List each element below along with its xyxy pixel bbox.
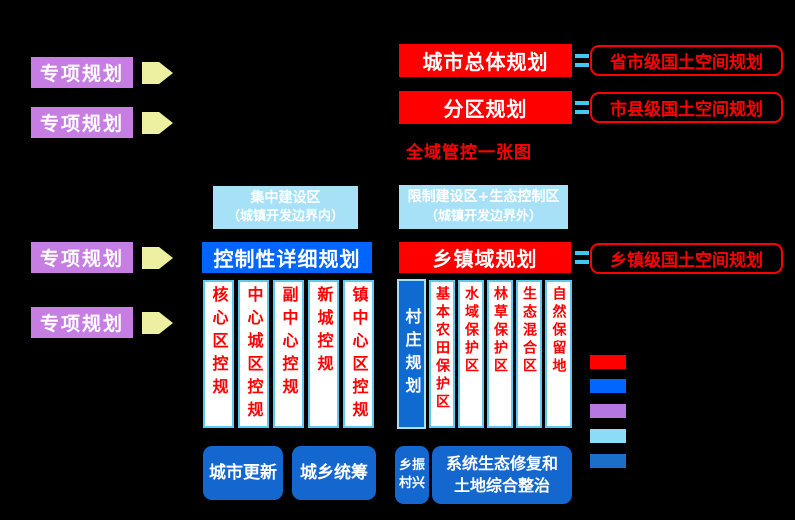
left-column-core-area: 核心区控规: [203, 280, 234, 428]
legend-swatch-blue: [590, 379, 626, 393]
township-spatial-plan-label: 乡镇级国土空间规划: [610, 251, 763, 271]
rural-revitalization-box: 乡振 村兴: [395, 446, 429, 504]
concentrated-zone-line1: 集中建设区: [250, 189, 321, 206]
right-column-label: 生态混合区: [521, 286, 537, 376]
provincial-spatial-plan-label: 省市级国土空间规划: [610, 53, 763, 73]
rural-revitalization-line2: 村兴: [398, 476, 425, 491]
urban-renewal-label: 城市更新: [209, 462, 277, 483]
right-column-natural-reserve: 自然保留地: [545, 280, 572, 428]
right-column-forest-grass: 林草保护区: [487, 280, 513, 428]
city-master-plan-label: 城市总体规划: [422, 50, 549, 74]
special-plan-box-2: 专项规划: [31, 107, 133, 138]
village-plan-label: 村庄规划: [402, 308, 422, 400]
equals-icon-3: [575, 251, 589, 264]
city-master-plan-box: 城市总体规划: [399, 44, 572, 77]
equals-icon-1: [575, 54, 589, 67]
left-column-label: 镇中心区控规: [349, 286, 369, 424]
right-column-label: 水域保护区: [463, 286, 479, 376]
arrow-right-icon-2: [142, 112, 173, 134]
legend-swatch-purple: [590, 404, 626, 418]
urban-rural-coordination-label: 城乡统筹: [300, 462, 368, 483]
detailed-control-plan-box: 控制性详细规划: [202, 242, 372, 273]
left-column-central-city: 中心城区控规: [238, 280, 269, 428]
legend-swatch-lightblue: [590, 429, 626, 443]
arrow-right-icon-1: [142, 62, 173, 84]
special-plan-box-4: 专项规划: [31, 307, 133, 338]
township-plan-box: 乡镇域规划: [399, 242, 571, 273]
township-spatial-plan-box: 乡镇级国土空间规划: [590, 243, 783, 274]
restricted-zone-header: 限制建设区+生态控制区 （城镇开发边界外）: [399, 185, 568, 229]
township-plan-label: 乡镇域规划: [432, 247, 538, 271]
equals-icon-2: [575, 101, 589, 114]
urban-renewal-box: 城市更新: [203, 446, 283, 500]
right-column-eco-mixed: 生态混合区: [516, 280, 542, 428]
right-column-label: 自然保留地: [550, 286, 567, 376]
left-column-sub-center: 副中心控规: [273, 280, 304, 428]
county-spatial-plan-label: 市县级国土空间规划: [610, 100, 763, 120]
center-title: 全域管控一张图: [406, 143, 532, 163]
eco-restoration-line1: 系统生态修复和: [445, 454, 558, 474]
right-column-basic-farmland: 基本农田保护区: [429, 280, 455, 428]
special-plan-box-3: 专项规划: [31, 242, 133, 273]
county-spatial-plan-box: 市县级国土空间规划: [590, 92, 783, 123]
left-column-label: 核心区控规: [209, 286, 229, 401]
urban-rural-coordination-box: 城乡统筹: [292, 446, 376, 500]
detailed-control-plan-label: 控制性详细规划: [213, 247, 361, 271]
left-column-town-center: 镇中心区控规: [343, 280, 374, 428]
left-column-label: 副中心控规: [279, 286, 299, 401]
special-plan-box-1: 专项规划: [31, 57, 133, 88]
village-plan-column: 村庄规划: [397, 279, 426, 429]
right-column-water-protection: 水域保护区: [458, 280, 484, 428]
rural-revitalization-line1: 乡振: [398, 458, 425, 474]
special-plan-label: 专项规划: [39, 113, 124, 135]
right-column-label: 林草保护区: [492, 286, 508, 376]
arrow-right-icon-4: [142, 312, 173, 334]
arrow-right-icon-3: [142, 247, 173, 269]
special-plan-label: 专项规划: [39, 248, 124, 270]
concentrated-zone-line2: （城镇开发边界内）: [226, 209, 344, 225]
restricted-zone-line1: 限制建设区+生态控制区: [407, 189, 560, 206]
special-plan-label: 专项规划: [39, 313, 124, 335]
concentrated-zone-header: 集中建设区 （城镇开发边界内）: [213, 186, 358, 229]
eco-restoration-line2: 土地综合整治: [453, 476, 550, 495]
district-plan-box: 分区规划: [399, 91, 572, 124]
left-column-label: 中心城区控规: [244, 286, 264, 424]
special-plan-label: 专项规划: [39, 63, 124, 85]
restricted-zone-line2: （城镇开发边界外）: [424, 208, 542, 224]
provincial-spatial-plan-box: 省市级国土空间规划: [590, 45, 783, 76]
right-column-label: 基本农田保护区: [434, 286, 450, 412]
legend-swatch-deepblue: [590, 454, 626, 468]
left-column-new-town: 新城控规: [308, 280, 339, 428]
left-column-label: 新城控规: [314, 286, 334, 378]
legend-swatch-red: [590, 355, 626, 369]
eco-restoration-box: 系统生态修复和 土地综合整治: [432, 446, 572, 504]
district-plan-label: 分区规划: [443, 97, 528, 121]
